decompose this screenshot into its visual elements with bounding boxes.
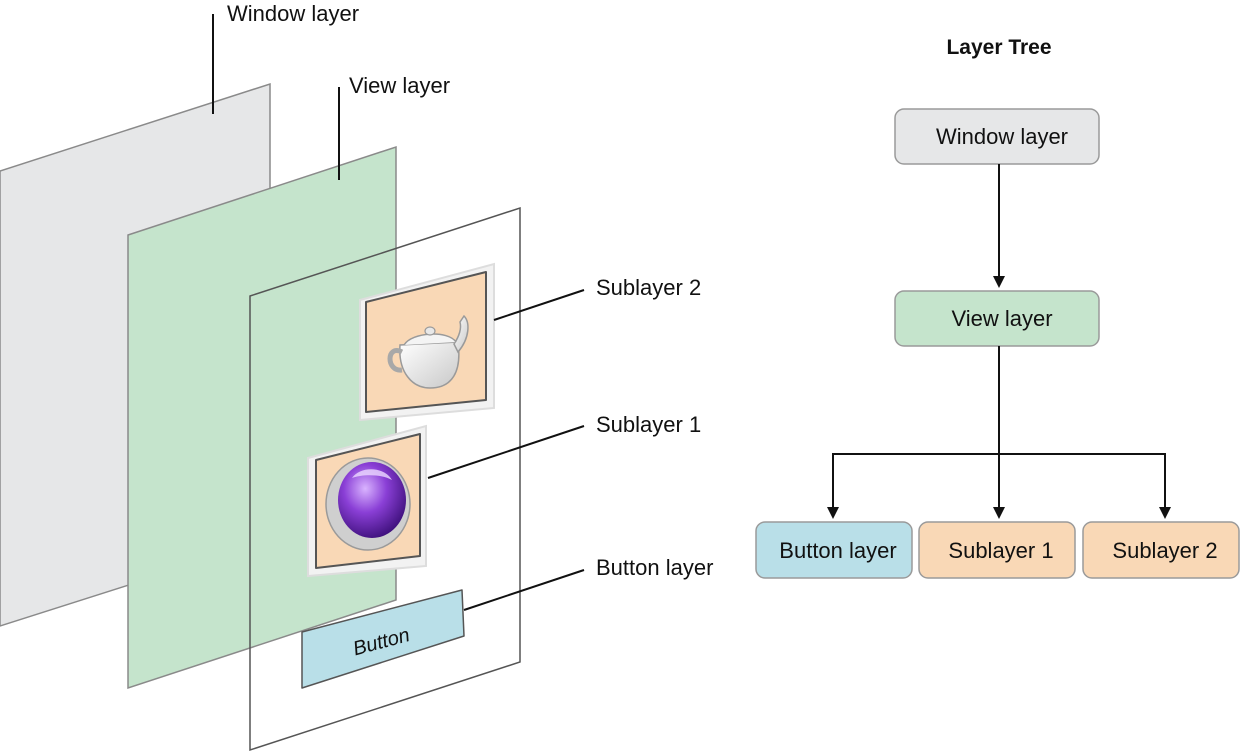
tree-node-sublayer-2 (1082, 521, 1240, 579)
sublayer-1-tile (307, 424, 427, 578)
tree-node-window (894, 108, 1100, 165)
sublayer-2-leader (493, 289, 585, 321)
tree-node-window-label: Window layer (936, 124, 1068, 149)
sublayer-1-leader (427, 425, 585, 479)
tree-node-button-layer (755, 521, 913, 579)
content-layer-plane (249, 206, 521, 752)
teapot-icon (387, 314, 469, 389)
sublayer-2-label: Sublayer 2 (596, 275, 701, 300)
tree-node-view (894, 290, 1100, 347)
button-layer-leader (463, 569, 585, 611)
view-layer-label: View layer (349, 73, 450, 98)
tree-node-view-label: View layer (951, 306, 1052, 331)
sublayer-2-tile (359, 262, 495, 422)
button-tile: Button (301, 589, 465, 689)
tree-node-sublayer-1 (918, 521, 1076, 579)
sublayer-1-label: Sublayer 1 (596, 412, 701, 437)
view-layer-plane (127, 145, 397, 690)
button-layer-label: Button layer (596, 555, 713, 580)
tree-title: Layer Tree (946, 36, 1051, 59)
tree-branch (827, 346, 1171, 519)
tree-node-sublayer-1-label: Sublayer 1 (948, 538, 1053, 563)
tree-node-sublayer-2-label: Sublayer 2 (1112, 538, 1217, 563)
tree-node-button-layer-label: Button layer (779, 538, 896, 563)
purple-sphere-icon (325, 457, 411, 551)
window-layer-label: Window layer (227, 1, 359, 26)
